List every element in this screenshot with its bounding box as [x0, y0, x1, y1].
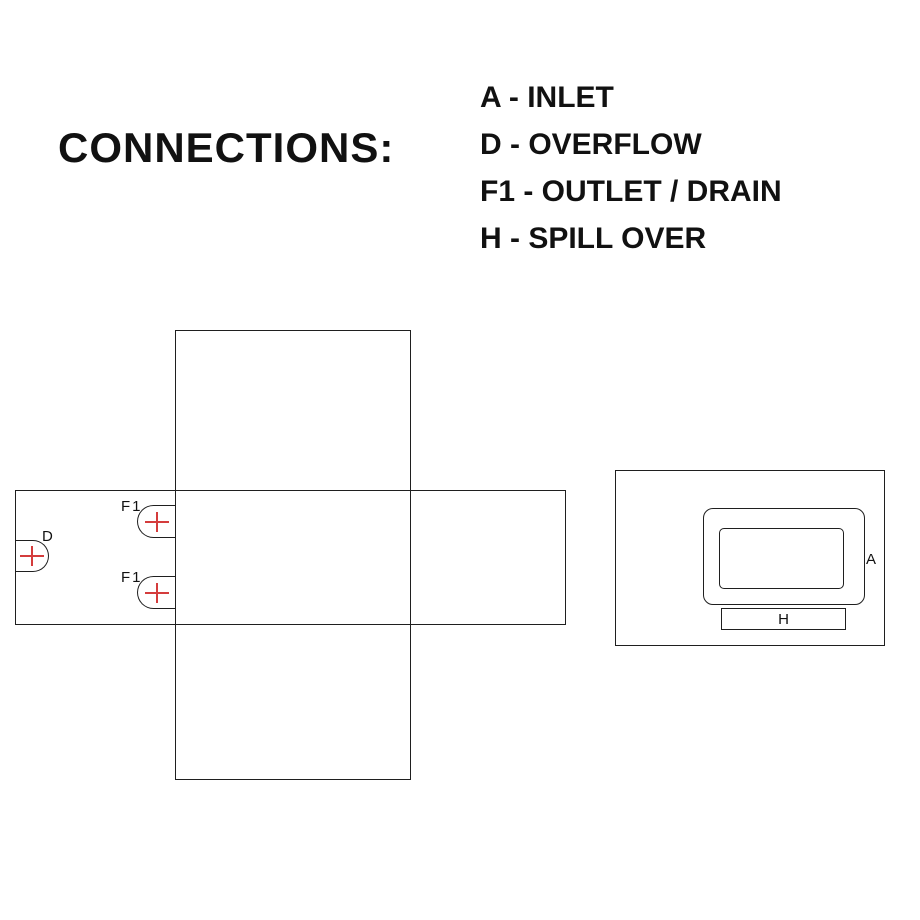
connection-f1-bottom-label: F1 — [121, 569, 143, 586]
legend-item-outlet-drain: F1 - OUTLET / DRAIN — [480, 175, 782, 208]
side-view-outer-rect — [615, 470, 885, 646]
cross-vertical-arm — [30, 546, 33, 566]
connection-a-label: A — [866, 551, 877, 568]
connection-f1-top-marker — [137, 505, 176, 538]
connections-legend: A - INLET D - OVERFLOW F1 - OUTLET / DRA… — [480, 74, 782, 262]
legend-item-inlet: A - INLET — [480, 81, 614, 114]
legend-item-spill-over: H - SPILL OVER — [480, 222, 707, 255]
connection-d-marker — [15, 540, 49, 572]
cross-vertical-arm — [156, 582, 158, 603]
connection-f1-top-label: F1 — [121, 498, 143, 515]
flat-pattern-vertical-panel — [175, 330, 411, 780]
side-view-tank-outline — [703, 508, 865, 605]
cross-vertical-arm — [156, 511, 158, 532]
connection-d-label: D — [42, 528, 53, 545]
spill-over-strip: H — [721, 608, 846, 630]
cross-marker-icon — [145, 582, 169, 603]
side-view-inner-rect — [719, 528, 844, 589]
legend-item-overflow: D - OVERFLOW — [480, 128, 702, 161]
cross-marker-icon — [19, 546, 44, 566]
cross-marker-icon — [145, 511, 169, 532]
flat-pattern-horizontal-panel — [15, 490, 566, 625]
page-title: CONNECTIONS: — [58, 124, 395, 171]
connection-h-label: H — [778, 610, 789, 628]
connection-f1-bottom-marker — [137, 576, 176, 609]
